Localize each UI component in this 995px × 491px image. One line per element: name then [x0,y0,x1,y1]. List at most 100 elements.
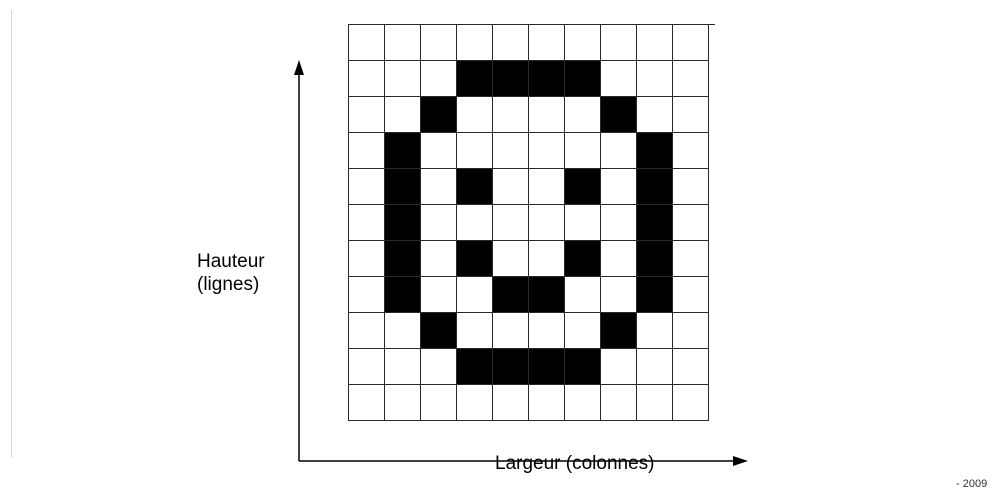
pixel-off [601,277,637,313]
pixel-on [493,277,529,313]
pixel-on [565,241,601,277]
pixel-off [673,25,709,61]
pixel-off [565,277,601,313]
pixel-on [529,277,565,313]
pixel-off [673,349,709,385]
pixel-off [601,349,637,385]
pixel-on [637,133,673,169]
pixel-off [529,25,565,61]
pixel-off [349,277,385,313]
pixel-off [457,25,493,61]
pixel-off [421,349,457,385]
pixel-off [601,205,637,241]
pixel-off [565,385,601,421]
pixel-off [421,61,457,97]
pixel-off [673,313,709,349]
pixel-off [529,241,565,277]
pixel-off [565,205,601,241]
pixel-on [385,241,421,277]
x-axis-arrowhead [733,456,748,466]
y-axis-label: Hauteur (lignes) [197,250,265,296]
pixel-on [457,61,493,97]
pixel-on [565,169,601,205]
pixel-on [529,61,565,97]
pixel-off [601,133,637,169]
pixel-off [385,97,421,133]
pixel-off [601,169,637,205]
pixel-on [637,205,673,241]
pixel-off [529,169,565,205]
pixel-off [493,205,529,241]
pixel-off [673,61,709,97]
pixel-on [421,313,457,349]
pixel-on [457,349,493,385]
pixel-on [457,241,493,277]
pixel-on [565,349,601,385]
pixel-off [493,97,529,133]
pixel-off [565,133,601,169]
pixel-off [421,169,457,205]
pixel-on [457,169,493,205]
pixel-off [421,205,457,241]
pixel-off [637,97,673,133]
pixel-off [673,169,709,205]
pixel-off [457,205,493,241]
pixel-off [637,25,673,61]
pixel-on [385,169,421,205]
pixel-off [637,349,673,385]
pixel-off [421,385,457,421]
pixel-off [349,61,385,97]
pixel-off [349,349,385,385]
pixel-on [601,97,637,133]
pixel-off [601,61,637,97]
pixel-off [457,277,493,313]
pixel-grid [348,24,715,421]
pixel-on [637,241,673,277]
pixel-off [493,133,529,169]
y-axis-arrowhead [294,60,304,75]
pixel-off [529,385,565,421]
pixel-off [493,385,529,421]
pixel-off [385,61,421,97]
pixel-off [637,61,673,97]
pixel-off [385,385,421,421]
pixel-off [673,385,709,421]
pixel-off [349,385,385,421]
pixel-off [421,241,457,277]
pixel-off [601,385,637,421]
pixel-off [421,277,457,313]
pixel-off [565,25,601,61]
pixel-off [385,349,421,385]
pixel-off [349,313,385,349]
pixel-on [493,61,529,97]
pixel-off [637,313,673,349]
pixel-off [349,169,385,205]
pixel-off [601,25,637,61]
pixel-off [385,313,421,349]
x-axis-label: Largeur (colonnes) [495,453,654,475]
pixel-off [565,97,601,133]
pixel-off [493,169,529,205]
pixel-off [349,133,385,169]
pixel-on [565,61,601,97]
pixel-on [385,205,421,241]
pixel-off [529,205,565,241]
pixel-off [349,241,385,277]
pixel-on [385,277,421,313]
pixel-off [673,205,709,241]
pixel-off [349,25,385,61]
pixel-on [385,133,421,169]
pixel-off [529,97,565,133]
pixel-on [637,169,673,205]
pixel-off [349,97,385,133]
pixel-off [457,133,493,169]
pixel-off [601,241,637,277]
pixel-off [673,97,709,133]
pixel-off [421,133,457,169]
pixel-on [601,313,637,349]
corner-note: - 2009 [956,478,987,490]
pixel-off [493,25,529,61]
pixel-off [421,25,457,61]
pixel-off [385,25,421,61]
